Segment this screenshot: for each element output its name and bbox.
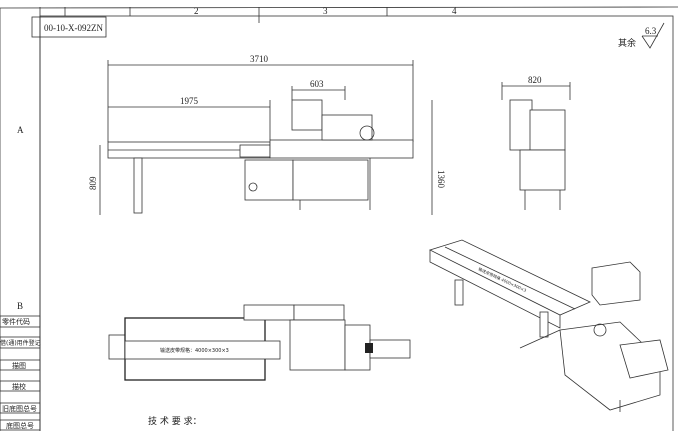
roughness-label: 其余 (618, 37, 636, 49)
side-table-cell: 零件代码 (2, 317, 30, 326)
side-table-cell: 旧底图总号 (2, 404, 37, 413)
zone-label-4: 4 (452, 6, 457, 16)
side-table-cell: 借(通)用件登记 (0, 339, 41, 347)
top-view: 输送皮带规格：4000×300×3 (108, 304, 411, 381)
side-table: 零件代码 借(通)用件登记 描图 描校 旧底图总号 底图总号 (0, 315, 41, 431)
isometric-view: 输送皮带规格 4000×300×3 (428, 239, 669, 412)
dim-side-width: 820 (528, 75, 542, 85)
outer-border-top (0, 6, 679, 9)
dim-overall-length: 3710 (250, 54, 269, 64)
dim-head-width: 603 (310, 79, 324, 89)
side-table-cell: 底图总号 (6, 421, 34, 430)
dim-height: 1360 (436, 170, 446, 189)
side-table-cell: 描图 (12, 361, 26, 370)
roughness-value: 6.3 (645, 26, 657, 36)
drawing-number-box (31, 16, 107, 38)
zone-label-b: B (17, 301, 23, 311)
zone-label-a: A (17, 125, 24, 135)
belt-spec-label: 输送皮带规格：4000×300×3 (160, 347, 229, 354)
drawing-number: 00-10-X-092ZN (44, 23, 103, 33)
dim-infeed-length: 1975 (180, 96, 199, 106)
side-view: 820 (501, 75, 571, 210)
zone-label-3: 3 (323, 6, 328, 16)
dim-infeed-height: 809 (88, 176, 98, 190)
front-view: 3710 1975 603 1360 809 (88, 54, 446, 215)
side-table-cell: 描校 (12, 382, 26, 391)
tech-requirements-heading: 技 术 要 求： (148, 415, 202, 427)
zone-label-2: 2 (194, 6, 199, 16)
roughness-symbol-icon (641, 22, 665, 49)
